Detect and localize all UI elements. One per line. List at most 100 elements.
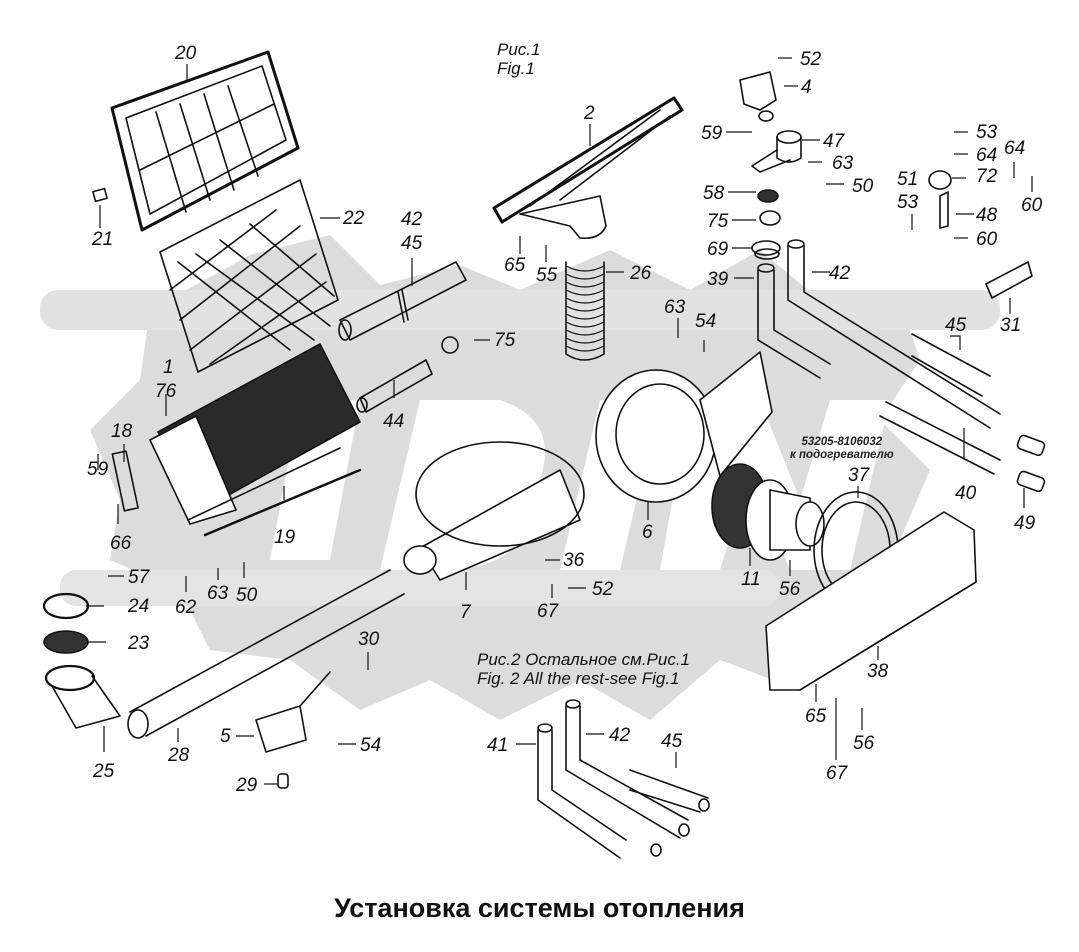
part-20-filter-frame xyxy=(110,50,300,232)
callout-56-lower: 56 xyxy=(853,733,875,754)
part-44-tube xyxy=(356,359,433,413)
callout-54-center: 54 xyxy=(695,311,717,332)
part-47-bracket xyxy=(751,130,802,173)
figure-1-en: Fig.1 xyxy=(497,59,535,79)
callout-48: 48 xyxy=(976,205,998,226)
callout-39: 39 xyxy=(707,269,729,290)
part-45-pipe-upper xyxy=(911,333,991,397)
part-1-heater-radiator xyxy=(149,343,361,525)
callout-29: 29 xyxy=(236,775,258,796)
part-42-45-pipe xyxy=(338,261,467,341)
part-75-clamp xyxy=(441,336,459,354)
callout-28: 28 xyxy=(168,745,190,766)
callout-18: 18 xyxy=(111,421,133,442)
callout-50-left: 50 xyxy=(236,585,258,606)
part-69-ring xyxy=(751,240,781,256)
callout-60-lower: 60 xyxy=(976,229,998,250)
part-18-plate xyxy=(111,450,139,512)
callout-5: 5 xyxy=(220,726,231,747)
part-39-42-pipes xyxy=(754,239,1001,429)
leader-lines xyxy=(86,57,1033,785)
callout-65-upper: 65 xyxy=(504,255,526,276)
part-23-mesh-disc xyxy=(43,630,89,654)
figure-2-ru: Рис.2 Остальное см.Рис.1 xyxy=(477,650,691,669)
heater-part-number: 53205-8106032 xyxy=(801,436,883,448)
callout-69: 69 xyxy=(707,239,729,260)
callout-44: 44 xyxy=(383,411,405,432)
part-5-sensor xyxy=(255,671,331,753)
callout-45-upper-left: 45 xyxy=(401,233,423,254)
figure-2-title: Рис.2 Остальное см.Рис.1 Fig. 2 All the … xyxy=(477,650,690,688)
watermark-bar xyxy=(40,290,1000,330)
callout-36: 36 xyxy=(563,550,585,571)
callout-41: 41 xyxy=(487,735,509,756)
callout-63-left: 63 xyxy=(207,583,229,604)
callout-75-upper: 75 xyxy=(707,211,729,232)
part-38-channel xyxy=(765,511,977,691)
part-22-filter-mesh xyxy=(159,179,339,373)
diagram-caption: Установка системы отопления xyxy=(334,893,745,923)
callout-11: 11 xyxy=(741,569,761,590)
part-21-clip xyxy=(92,187,108,203)
fig2-pipes xyxy=(537,699,710,859)
part-19-strip xyxy=(203,468,362,537)
callout-1: 1 xyxy=(163,357,174,378)
callout-55: 55 xyxy=(536,265,558,286)
callout-72: 72 xyxy=(976,166,998,187)
part-75-clamp-upper xyxy=(759,210,781,226)
callout-52-upper: 52 xyxy=(800,49,822,70)
part-72-clamp xyxy=(928,170,952,190)
figure-1-ru: Рис.1 xyxy=(497,40,541,59)
callout-60-right: 60 xyxy=(1021,195,1043,216)
callout-57: 57 xyxy=(128,567,150,588)
callout-64-right: 64 xyxy=(1004,138,1026,159)
callout-53-upper: 53 xyxy=(976,122,998,143)
callout-47: 47 xyxy=(823,131,845,152)
callout-26: 26 xyxy=(630,263,652,284)
part-48-bracket xyxy=(939,191,949,229)
callout-50-upper: 50 xyxy=(852,176,874,197)
part-26-corrugated-hose xyxy=(565,261,605,361)
callout-42-upper-left: 42 xyxy=(401,209,423,230)
part-31-hose xyxy=(985,261,1033,299)
callout-53-lower: 53 xyxy=(897,192,919,213)
callout-52-center: 52 xyxy=(592,579,614,600)
callout-56-center: 56 xyxy=(779,579,801,600)
callout-37: 37 xyxy=(848,465,870,486)
callout-22: 22 xyxy=(343,208,365,229)
heater-connection-note: 53205-8106032 к подогревателю xyxy=(790,436,894,462)
callout-2: 2 xyxy=(584,103,595,124)
callout-24: 24 xyxy=(128,596,150,617)
callout-64-left: 64 xyxy=(976,145,998,166)
callout-19: 19 xyxy=(274,527,296,548)
callout-76: 76 xyxy=(155,381,177,402)
part-28-corrugated-hose xyxy=(127,569,405,739)
part-11-fan-motor xyxy=(711,463,825,561)
part-58-nut xyxy=(757,189,779,203)
callout-66: 66 xyxy=(110,533,132,554)
callout-7: 7 xyxy=(460,602,471,623)
part-4-valve xyxy=(739,71,777,122)
callout-31: 31 xyxy=(1000,315,1022,336)
heater-note-text: к подогревателю xyxy=(790,449,894,462)
callout-4: 4 xyxy=(801,77,812,98)
part-7-fan-housing-left xyxy=(403,441,585,581)
callout-6: 6 xyxy=(642,522,653,543)
callout-62: 62 xyxy=(175,597,197,618)
callout-49: 49 xyxy=(1014,513,1036,534)
part-49-fittings xyxy=(1016,434,1046,493)
callout-30: 30 xyxy=(358,629,380,650)
callout-65-lower: 65 xyxy=(805,706,827,727)
callout-63-center: 63 xyxy=(664,297,686,318)
callout-21: 21 xyxy=(92,229,114,250)
callout-23: 23 xyxy=(128,633,150,654)
callout-40: 40 xyxy=(955,483,977,504)
callout-45-right: 45 xyxy=(945,315,967,336)
callout-58: 58 xyxy=(703,183,725,204)
figure-2-en: Fig. 2 All the rest-see Fig.1 xyxy=(477,669,680,689)
callout-25: 25 xyxy=(93,761,115,782)
part-40-pipe xyxy=(879,401,1001,475)
callout-59-left: 59 xyxy=(87,459,109,480)
